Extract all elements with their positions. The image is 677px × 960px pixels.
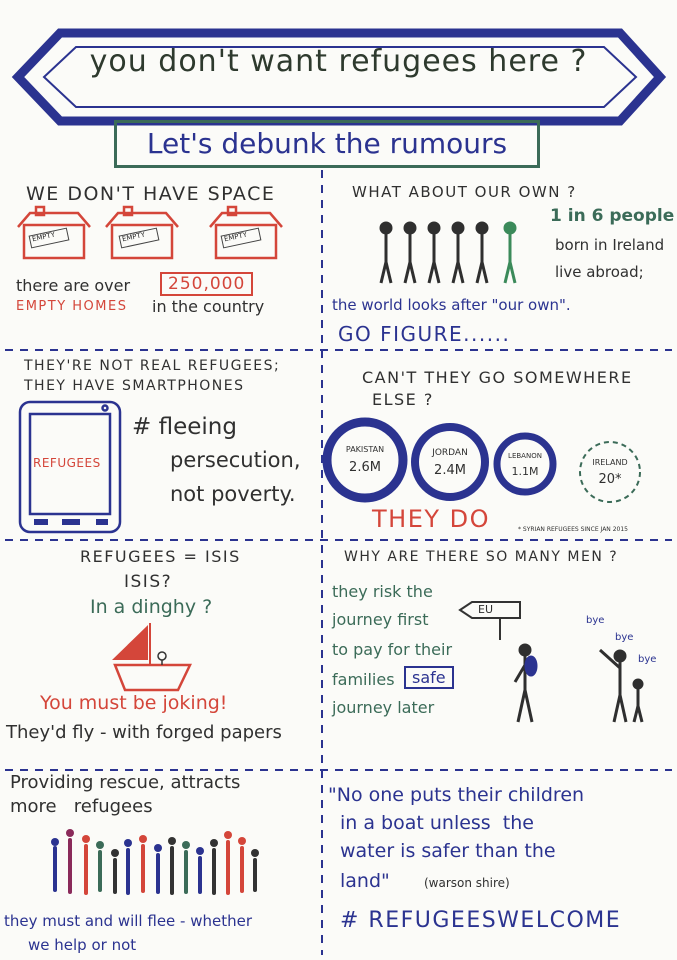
quote-line-2: in a boat unless the xyxy=(340,812,534,834)
walking-man xyxy=(513,643,538,723)
our-own-stat-3: live abroad; xyxy=(555,263,644,281)
country-value-jordan: 2.4M xyxy=(434,463,466,478)
space-text-suffix: in the country xyxy=(152,297,265,316)
phone-buttons xyxy=(34,519,108,525)
country-name-pakistan: PAKISTAN xyxy=(345,445,385,454)
smartphones-text-1: # fleeing xyxy=(132,414,237,440)
country-name-jordan: JORDAN xyxy=(432,448,468,458)
isis-joking: You must be joking! xyxy=(40,692,228,714)
eu-sign xyxy=(458,601,521,640)
empty-houses xyxy=(17,205,283,260)
waving-family xyxy=(598,648,644,723)
men-line-3: to pay for their xyxy=(332,640,453,659)
crowd-drawing xyxy=(51,829,259,895)
men-line-2: journey first xyxy=(332,610,429,629)
men-safe-box: safe xyxy=(404,666,454,689)
phone-drawing xyxy=(18,400,122,534)
rescue-text-2: we help or not xyxy=(28,936,137,954)
country-name-lebanon: LEBANON xyxy=(508,452,542,460)
space-highlight-number: 250,000 xyxy=(160,272,254,296)
smartphones-text-2: persecution, xyxy=(170,448,301,472)
country-name-ireland: IRELAND xyxy=(592,458,628,467)
they-do-text: THEY DO xyxy=(372,505,491,533)
country-circles xyxy=(322,417,557,503)
phone-screen-label: REFUGEES xyxy=(33,456,101,470)
boat-drawing xyxy=(112,623,192,692)
quote-line-3: water is safer than the xyxy=(340,840,556,862)
smartphones-heading-1: THEY'RE NOT REAL REFUGEES; xyxy=(24,358,281,374)
country-value-ireland: 20* xyxy=(598,472,622,487)
bye-1: bye xyxy=(586,615,605,626)
our-own-stat-1: 1 in 6 people xyxy=(550,206,675,226)
rescue-heading-1: Providing rescue, attracts xyxy=(10,772,241,793)
men-heading: WHY ARE THERE SO MANY MEN ? xyxy=(344,549,619,565)
rescue-text-1: they must and will flee - whether xyxy=(4,912,253,930)
our-own-world: the world looks after "our own". xyxy=(332,296,571,314)
title-banner-outer xyxy=(11,28,667,126)
page-subtitle: Let's debunk the rumours xyxy=(114,120,540,168)
eu-sign-label: EU xyxy=(478,603,494,616)
isis-question-2: In a dinghy ? xyxy=(90,596,213,618)
isis-heading: REFUGEES = ISIS xyxy=(80,547,241,566)
space-empty-homes: EMPTY HOMES xyxy=(16,299,128,314)
bye-3: bye xyxy=(638,654,657,665)
standing-people xyxy=(379,221,489,284)
quote-line-4: land" xyxy=(340,870,390,892)
green-person xyxy=(503,221,517,284)
space-heading: WE DON'T HAVE SPACE xyxy=(26,183,276,205)
our-own-go-figure: GO FIGURE...... xyxy=(338,322,511,346)
empty-signs xyxy=(28,227,262,249)
men-line-1: they risk the xyxy=(332,582,433,601)
isis-fly: They'd fly - with forged papers xyxy=(6,722,282,743)
smartphones-heading-2: THEY HAVE SMARTPHONES xyxy=(24,378,245,394)
refugees-welcome-hashtag: # REFUGEESWELCOME xyxy=(340,908,622,933)
men-line-5: journey later xyxy=(332,698,435,717)
elsewhere-footnote: * SYRIAN REFUGEES SINCE JAN 2015 xyxy=(518,526,628,533)
quote-line-1: "No one puts their children xyxy=(328,784,585,806)
quote-author: (warson shire) xyxy=(424,876,510,890)
space-text-prefix: there are over xyxy=(16,276,131,295)
country-value-pakistan: 2.6M xyxy=(349,460,381,475)
ireland-circle xyxy=(579,441,641,503)
country-value-lebanon: 1.1M xyxy=(511,465,539,478)
rescue-heading-2: more refugees xyxy=(10,796,153,817)
elsewhere-heading-1: CAN'T THEY GO SOMEWHERE xyxy=(362,368,633,387)
title-banner-inner xyxy=(42,46,638,108)
our-own-stat-2: born in Ireland xyxy=(555,236,665,254)
grid-lines xyxy=(5,170,672,955)
elsewhere-heading-2: ELSE ? xyxy=(372,390,434,409)
isis-question-1: ISIS? xyxy=(124,572,173,592)
smartphones-text-3: not poverty. xyxy=(170,482,296,506)
our-own-heading: WHAT ABOUT OUR OWN ? xyxy=(352,183,577,201)
page-title: you don't want refugees here ? xyxy=(89,44,588,79)
bye-2: bye xyxy=(615,632,634,643)
men-line-4: families xyxy=(332,670,395,689)
